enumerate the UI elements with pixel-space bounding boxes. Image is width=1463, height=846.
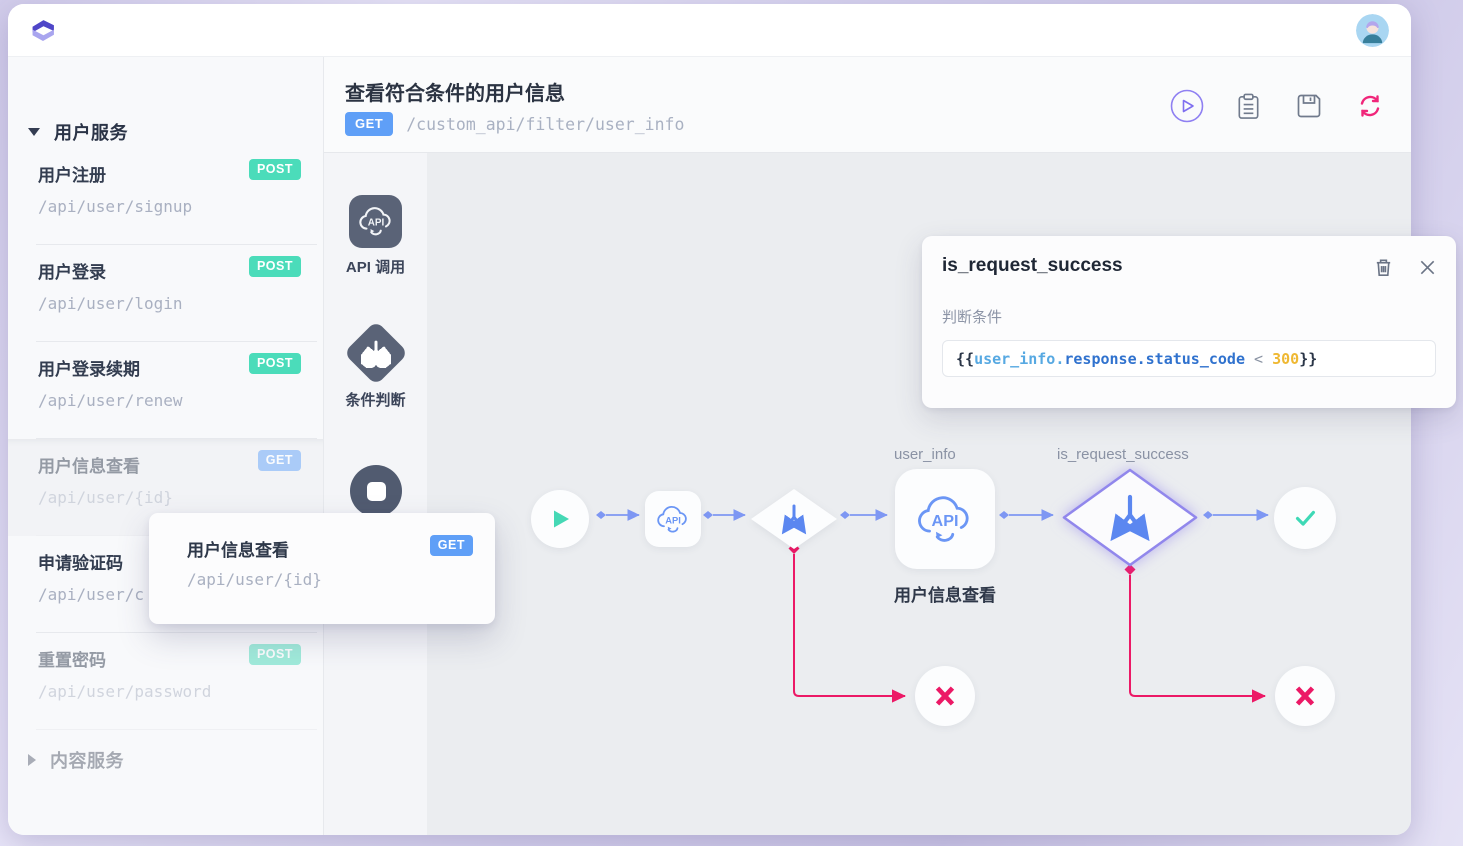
svg-text:API: API: [367, 217, 384, 228]
api-path: /api/user/login: [38, 294, 183, 313]
sidebar-item-password[interactable]: 重置密码 POST /api/user/password: [8, 633, 323, 730]
api-call-icon[interactable]: API: [349, 195, 402, 248]
api-name: 用户登录: [38, 263, 106, 282]
group-label: 用户服务: [54, 123, 128, 143]
editor-toolbar: [1170, 89, 1387, 123]
expr-property: response.status_code: [1064, 349, 1245, 368]
palette-item-label: 条件判断: [345, 392, 406, 409]
check-icon: [1295, 510, 1315, 526]
fail-end-node-2[interactable]: [1275, 666, 1335, 726]
expr-object: user_info.: [974, 349, 1065, 368]
start-node[interactable]: [531, 490, 589, 548]
api-name: 用户信息查看: [38, 457, 140, 476]
branch-icon: [781, 504, 807, 535]
api-name: 用户登录续期: [38, 360, 140, 379]
success-end-node[interactable]: [1274, 487, 1336, 549]
method-badge: POST: [248, 353, 301, 374]
run-icon[interactable]: [1170, 89, 1204, 123]
sidebar-item-signup[interactable]: 用户注册 POST /api/user/signup: [8, 148, 323, 245]
api-path: /api/user/renew: [38, 391, 183, 410]
node-label: user_info: [894, 446, 956, 463]
editor-header: 查看符合条件的用户信息 GET /custom_api/filter/user_…: [324, 57, 1411, 153]
method-badge: POST: [248, 644, 301, 665]
expr-brace: }}: [1299, 349, 1318, 368]
refresh-icon[interactable]: [1353, 89, 1387, 123]
sidebar-item-login[interactable]: 用户登录 POST /api/user/login: [8, 245, 323, 342]
api-name: 申请验证码: [38, 554, 123, 573]
sidebar-group-user-services[interactable]: 用户服务: [8, 116, 323, 148]
method-badge: GET: [257, 450, 301, 471]
drag-preview-card[interactable]: 用户信息查看 GET /api/user/{id}: [149, 513, 495, 624]
sidebar-item-renew[interactable]: 用户登录续期 POST /api/user/renew: [8, 342, 323, 439]
node-title: 用户信息查看: [894, 586, 996, 605]
method-badge: GET: [345, 112, 394, 136]
flow-edges: [596, 509, 1269, 703]
condition-node-selected[interactable]: [1061, 467, 1199, 568]
api-name: 用户信息查看: [187, 541, 289, 560]
branch-icon: [1110, 494, 1150, 542]
api-sidebar: 用户服务 用户注册 POST /api/user/signup 用户登录 POS…: [8, 57, 324, 835]
app-logo-icon[interactable]: [24, 12, 62, 50]
end-node-icon[interactable]: [350, 465, 402, 517]
save-icon[interactable]: [1292, 89, 1326, 123]
api-call-icon: API: [918, 495, 969, 542]
api-path: /api/user/password: [38, 682, 212, 701]
api-name: 用户注册: [38, 166, 106, 185]
page-title: 查看符合条件的用户信息: [345, 83, 565, 105]
clipboard-icon[interactable]: [1231, 89, 1265, 123]
group-label: 内容服务: [50, 751, 124, 771]
api-path: /api/user/signup: [38, 197, 193, 216]
svg-text:API: API: [932, 511, 959, 529]
api-path: /api/user/c: [38, 585, 144, 604]
api-path: /api/user/{id}: [187, 570, 322, 589]
close-icon[interactable]: [1416, 256, 1438, 278]
fail-end-node-1[interactable]: [915, 666, 975, 726]
method-badge: POST: [248, 256, 301, 277]
top-bar: [8, 4, 1411, 57]
node-palette: API API 调用 条件判断: [324, 153, 427, 835]
api-path: /api/user/{id}: [38, 488, 173, 507]
logo-bottom-shape: [32, 29, 54, 41]
api-name: 重置密码: [38, 651, 106, 670]
delete-icon[interactable]: [1372, 256, 1394, 278]
expr-number: 300: [1272, 349, 1300, 368]
panel-title: is_request_success: [942, 255, 1123, 276]
app-window: 用户服务 用户注册 POST /api/user/signup 用户登录 POS…: [8, 4, 1411, 835]
method-badge: POST: [248, 159, 301, 180]
node-label: is_request_success: [1057, 446, 1189, 463]
expr-brace: {{: [956, 349, 975, 368]
x-icon: [935, 686, 955, 706]
condition-expression-input[interactable]: {{ user_info. response.status_code < 300…: [942, 340, 1436, 377]
expr-operator: <: [1245, 349, 1273, 368]
user-avatar[interactable]: [1356, 14, 1389, 47]
chevron-down-icon: [28, 128, 40, 136]
logo-top-shape: [32, 20, 54, 33]
method-badge: GET: [429, 535, 473, 556]
api-call-icon: API: [657, 505, 687, 533]
condition-property-panel: is_request_success 判断条件 {{ user_info. re…: [922, 236, 1456, 408]
svg-text:API: API: [665, 515, 681, 525]
endpoint-path: /custom_api/filter/user_info: [406, 114, 685, 134]
play-icon: [554, 510, 569, 528]
chevron-right-icon: [28, 754, 36, 766]
sidebar-group-content-services[interactable]: 内容服务: [8, 744, 323, 776]
api-call-node-1[interactable]: API: [645, 491, 701, 547]
palette-item-label: API 调用: [345, 259, 406, 276]
condition-node-1[interactable]: [751, 489, 837, 549]
condition-icon[interactable]: [343, 320, 409, 386]
x-icon: [1295, 686, 1315, 706]
sidebar-item-captcha[interactable]: 申请验证码 /api/user/c: [8, 536, 323, 633]
condition-field-label: 判断条件: [942, 309, 1003, 326]
user-info-api-node[interactable]: API: [895, 469, 995, 569]
